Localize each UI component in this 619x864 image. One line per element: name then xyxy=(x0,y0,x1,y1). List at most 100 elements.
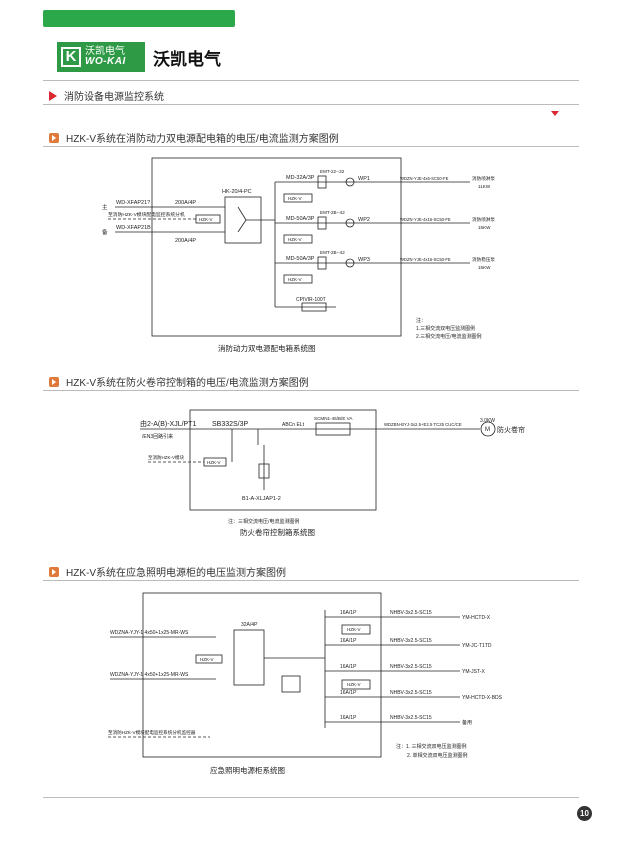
svg-text:3.0KW: 3.0KW xyxy=(480,418,495,424)
svg-text:NHBV-3x2.5-SC15: NHBV-3x2.5-SC15 xyxy=(390,638,432,644)
svg-text:消防喷淋泵: 消防喷淋泵 xyxy=(472,175,495,182)
svg-text:SB332S/3P: SB332S/3P xyxy=(212,421,249,428)
svg-text:YM-HCTD-X-BDS: YM-HCTD-X-BDS xyxy=(462,695,503,701)
svg-text:WDZN-YJE-4x16-SC50-FE: WDZN-YJE-4x16-SC50-FE xyxy=(400,217,451,222)
divider xyxy=(43,797,579,798)
diagram-1-caption: 消防动力双电源配电箱系统图 xyxy=(218,343,316,353)
svg-text:WD-XFAP21B: WD-XFAP21B xyxy=(116,225,151,231)
svg-text:200A/4P: 200A/4P xyxy=(175,238,196,244)
svg-text:1.三相交流双电压监测图例: 1.三相交流双电压监测图例 xyxy=(416,325,475,332)
svg-text:16A/1P: 16A/1P xyxy=(340,664,357,670)
triangle-down-icon xyxy=(551,111,559,116)
svg-text:32A/4P: 32A/4P xyxy=(241,622,258,628)
logo-en-text: WO-KAI xyxy=(85,56,126,67)
svg-text:至消防HZK-V模块配电监控系统分机: 至消防HZK-V模块配电监控系统分机 xyxy=(108,211,185,218)
svg-text:WDZN-YJE-4x6-SC50-FE: WDZN-YJE-4x6-SC50-FE xyxy=(400,176,449,181)
svg-text:2.三相交流电压/电流监测图例: 2.三相交流电压/电流监测图例 xyxy=(416,333,482,340)
svg-text:EMT-2B--42: EMT-2B--42 xyxy=(320,210,345,215)
svg-text:MD-50A/3P: MD-50A/3P xyxy=(286,256,315,262)
svg-text:HZK-V: HZK-V xyxy=(200,657,214,662)
svg-text:WD-XFAP21?: WD-XFAP21? xyxy=(116,200,150,206)
svg-text:M: M xyxy=(485,427,490,433)
svg-text:HZK-V: HZK-V xyxy=(347,627,361,632)
play-square-icon xyxy=(49,566,59,577)
svg-text:消防稳压泵: 消防稳压泵 xyxy=(472,256,495,263)
svg-text:200A/4P: 200A/4P xyxy=(175,200,196,206)
svg-text:16A/1P: 16A/1P xyxy=(340,638,357,644)
svg-text:MD-50A/3P: MD-50A/3P xyxy=(286,216,315,222)
svg-text:MD-32A/3P: MD-32A/3P xyxy=(286,175,315,181)
svg-text:16A/1P: 16A/1P xyxy=(340,715,357,721)
svg-text:WDZN-YJE-4x16-SC50-FE: WDZN-YJE-4x16-SC50-FE xyxy=(400,257,451,262)
page-title-text: 消防设备电源监控系统 xyxy=(64,92,164,103)
play-square-icon xyxy=(49,132,59,143)
svg-text:HZK-V: HZK-V xyxy=(199,217,213,222)
brand-logo: K 沃凯电气 WO-KAI xyxy=(57,42,145,72)
svg-text:11KW: 11KW xyxy=(478,184,491,189)
divider xyxy=(43,390,579,391)
page-number: 10 xyxy=(577,806,592,821)
diagram-3-caption: 应急照明电源柜系统图 xyxy=(210,765,285,775)
svg-text:消防喷淋泵: 消防喷淋泵 xyxy=(472,216,495,223)
divider xyxy=(43,80,579,81)
svg-text:至消防HZK-V模块配电监控系统分机监控器: 至消防HZK-V模块配电监控系统分机监控器 xyxy=(108,729,196,736)
svg-text:HZK-V: HZK-V xyxy=(207,460,221,465)
diagram-1-frame xyxy=(151,157,402,337)
svg-text:HK-20/4-PC: HK-20/4-PC xyxy=(222,189,252,195)
svg-text:HZK-V: HZK-V xyxy=(347,682,361,687)
svg-text:注：1. 三相交流双电压监测图例: 注：1. 三相交流双电压监测图例 xyxy=(396,743,467,750)
diagram-3-frame xyxy=(142,592,382,758)
play-square-icon xyxy=(49,376,59,387)
diagram-2-frame xyxy=(189,409,377,511)
svg-text:HZK-V: HZK-V xyxy=(288,237,302,242)
svg-text:YM-JST-X: YM-JST-X xyxy=(462,669,485,675)
svg-text:SCMN1-45/B/E VA: SCMN1-45/B/E VA xyxy=(314,416,353,421)
svg-text:EMT-22--32: EMT-22--32 xyxy=(320,169,345,174)
brand-name: 沃凯电气 xyxy=(153,49,221,69)
logo-cn-text: 沃凯电气 xyxy=(85,46,125,57)
svg-text:15KW: 15KW xyxy=(478,225,491,230)
svg-text:HZK-V: HZK-V xyxy=(288,277,302,282)
svg-text:CPIVIR-100T: CPIVIR-100T xyxy=(296,297,326,303)
svg-text:WP2: WP2 xyxy=(358,217,370,223)
brand-header: K 沃凯电气 WO-KAI 沃凯电气 xyxy=(57,42,221,72)
label-main: 主 xyxy=(102,203,108,211)
svg-text:/EN3回路引来: /EN3回路引来 xyxy=(142,433,173,440)
svg-text:至消防HZK-V模块: 至消防HZK-V模块 xyxy=(148,454,184,461)
svg-text:NHBV-3x2.5-SC15: NHBV-3x2.5-SC15 xyxy=(390,715,432,721)
svg-text:16A/1P: 16A/1P xyxy=(340,610,357,616)
svg-text:YM-HCTD-X: YM-HCTD-X xyxy=(462,615,491,621)
svg-text:由2-A(B)-XJL/PT1: 由2-A(B)-XJL/PT1 xyxy=(140,419,197,428)
svg-text:B1-A-XLJAP1-2: B1-A-XLJAP1-2 xyxy=(242,496,281,502)
divider xyxy=(43,146,579,147)
logo-k-icon: K xyxy=(61,47,81,67)
svg-text:15KW: 15KW xyxy=(478,265,491,270)
section-1-heading: HZK-V系统在消防动力双电源配电箱的电压/电流监测方案图例 xyxy=(49,130,339,145)
svg-text:注：: 注： xyxy=(416,317,426,324)
svg-text:YM-JC-T1TD: YM-JC-T1TD xyxy=(462,643,492,649)
section-3-heading: HZK-V系统在应急照明电源柜的电压监测方案图例 xyxy=(49,564,286,579)
svg-text:16A/1P: 16A/1P xyxy=(340,690,357,696)
red-arrow-icon xyxy=(49,90,57,101)
svg-text:WP3: WP3 xyxy=(358,257,370,263)
divider xyxy=(43,580,579,581)
svg-text:备用: 备用 xyxy=(462,719,472,726)
svg-text:2. 单相交流双电压监测图例: 2. 单相交流双电压监测图例 xyxy=(407,752,468,759)
top-accent-bar xyxy=(43,10,235,27)
svg-text:注：三相交流电压/电流监测图例: 注：三相交流电压/电流监测图例 xyxy=(228,518,299,525)
svg-text:EMT-2B--42: EMT-2B--42 xyxy=(320,250,345,255)
svg-text:WP1: WP1 xyxy=(358,176,370,182)
section-2-heading: HZK-V系统在防火卷帘控制箱的电压/电流监测方案图例 xyxy=(49,374,309,389)
svg-text:WDZBN-BYJ-3x2.5+E2.5 TC25 CUC/: WDZBN-BYJ-3x2.5+E2.5 TC25 CUC/CE xyxy=(384,422,462,427)
svg-text:ABCn ELt: ABCn ELt xyxy=(282,422,305,428)
divider xyxy=(43,104,579,105)
svg-text:NHBV-3x2.5-SC15: NHBV-3x2.5-SC15 xyxy=(390,690,432,696)
label-backup: 备 xyxy=(102,228,108,236)
diagram-2-caption: 防火卷帘控制箱系统图 xyxy=(240,527,315,537)
page-title: 消防设备电源监控系统 xyxy=(49,88,164,103)
svg-text:防火卷帘: 防火卷帘 xyxy=(497,425,525,434)
svg-text:NHBV-3x2.5-SC15: NHBV-3x2.5-SC15 xyxy=(390,664,432,670)
svg-text:WDZNA-YJY-1 4x50+1x25-MR-WS: WDZNA-YJY-1 4x50+1x25-MR-WS xyxy=(110,672,189,678)
svg-text:WDZNA-YJY-1 4x50+1x25-MR-WS: WDZNA-YJY-1 4x50+1x25-MR-WS xyxy=(110,630,189,636)
